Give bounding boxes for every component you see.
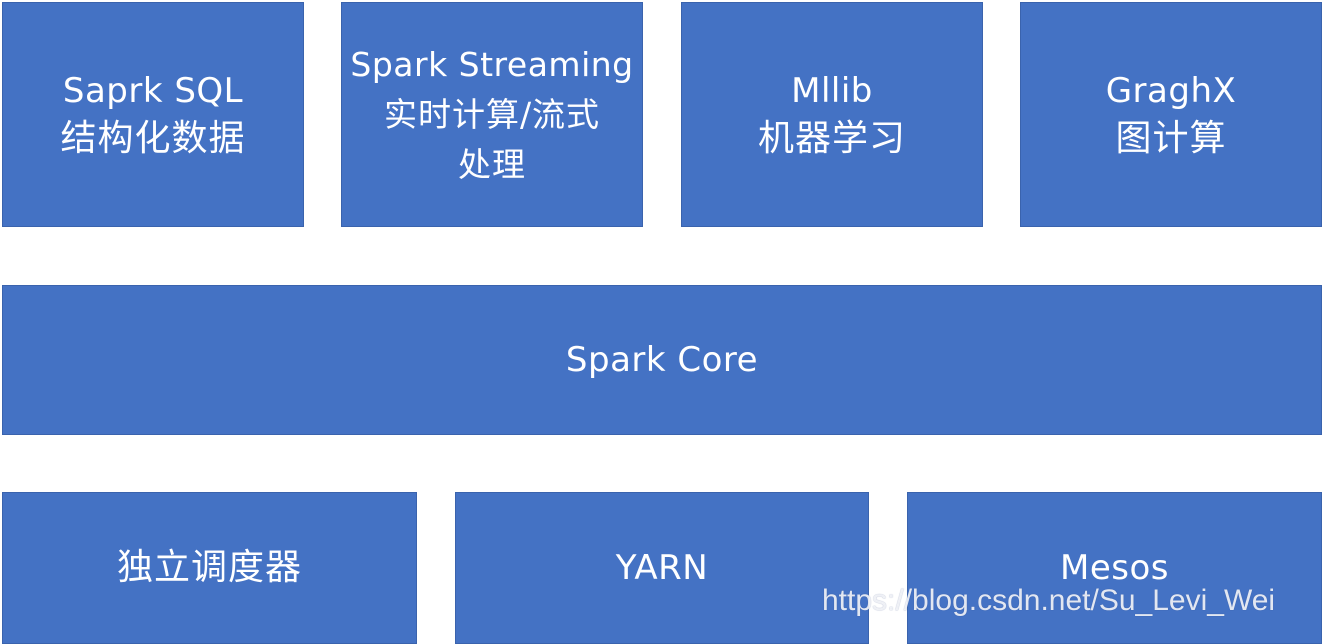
mesos-label: Mesos	[1060, 548, 1169, 588]
mllib-subtitle: 机器学习	[757, 117, 906, 159]
spark-sql-title: Saprk SQL	[62, 70, 244, 111]
spark-streaming-subtitle-cont: 处理	[458, 144, 526, 184]
spark-core-block: Spark Core	[2, 285, 1322, 435]
mesos-block: Mesos	[907, 492, 1322, 644]
mllib-title: Mllib	[791, 70, 873, 111]
standalone-scheduler-block: 独立调度器	[2, 492, 417, 644]
graphx-subtitle: 图计算	[1115, 117, 1227, 159]
spark-core-label: Spark Core	[565, 340, 759, 380]
spark-sql-block: Saprk SQL 结构化数据	[2, 2, 304, 227]
yarn-block: YARN	[455, 492, 869, 644]
yarn-label: YARN	[615, 548, 709, 588]
standalone-scheduler-label: 独立调度器	[116, 547, 302, 588]
graphx-title: GraghX	[1105, 70, 1237, 111]
spark-streaming-subtitle: 实时计算/流式	[383, 94, 601, 134]
spark-sql-subtitle: 结构化数据	[60, 117, 246, 159]
graphx-block: GraghX 图计算	[1020, 2, 1322, 227]
spark-streaming-title: Spark Streaming	[350, 44, 634, 84]
spark-streaming-block: Spark Streaming 实时计算/流式 处理	[341, 2, 643, 227]
watermark-url: https://blog.csdn.net/Su_Levi_Wei	[822, 584, 1276, 617]
mllib-block: Mllib 机器学习	[681, 2, 983, 227]
